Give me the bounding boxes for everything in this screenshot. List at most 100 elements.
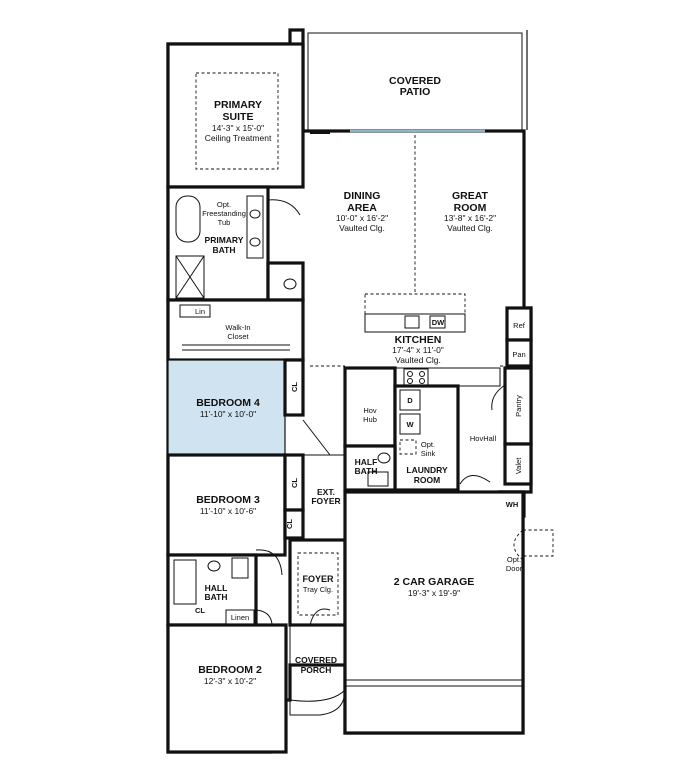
bedroom-3 (166, 453, 305, 557)
opt-tub-label-2: Freestanding (202, 209, 246, 218)
primary-suite-dim: 14'-3" x 15'-0" (212, 123, 264, 133)
closet-label-b3: CL (290, 478, 299, 488)
primary-suite-note: Ceiling Treatment (205, 133, 272, 143)
linen-primary (179, 304, 211, 318)
bedroom-2-dim: 12'-3" x 10'-2" (204, 676, 256, 686)
pan-label: Pan (512, 350, 525, 359)
hall-tub (173, 559, 197, 605)
primary-bath (166, 185, 270, 302)
foyer-note: Tray Clg. (303, 585, 333, 594)
closet-label-bath: CL (195, 606, 205, 615)
opt-sink-label-2: Sink (421, 449, 436, 458)
kitchen-island (364, 293, 466, 333)
bedroom-3-title: BEDROOM 3 (196, 494, 260, 506)
hall-bath-title-2: BATH (205, 592, 228, 602)
hall-bath (166, 549, 283, 641)
dryer-label: D (407, 396, 413, 405)
kitchen-dim: 17'-4" x 11'-0" (392, 345, 444, 355)
hov-hall-label: HovHall (470, 434, 497, 443)
bedroom-3-dim: 11'-10" x 10'-6" (200, 506, 256, 516)
washer-label: W (406, 420, 414, 429)
ext-foyer-title: EXT. (317, 487, 335, 497)
covered-patio-label-2: PATIO (400, 86, 431, 98)
garage (343, 490, 554, 735)
dining-title: DINING (344, 190, 381, 202)
bedroom-4-highlight (167, 359, 286, 456)
dining-great-room (310, 129, 485, 292)
great-room-dim: 13'-8" x 16'-2" (444, 213, 496, 223)
great-room-title: GREAT (452, 190, 489, 202)
half-bath-title-2: BATH (355, 466, 378, 476)
hov-hub-label: Hov (363, 406, 377, 415)
wh-label: WH (506, 500, 519, 509)
hall-vanity (231, 557, 249, 579)
foyer (288, 538, 347, 627)
primary-bath-title-2: BATH (213, 245, 236, 255)
bedroom-4-closet (283, 358, 305, 417)
opt-tub-label: Opt. (217, 200, 231, 209)
dining-dim: 10'-0" x 16'-2" (336, 213, 388, 223)
primary-suite-title: PRIMARY (214, 99, 262, 111)
refrigerator (505, 306, 533, 342)
ref-label: Ref (513, 321, 526, 330)
laundry-title: LAUNDRY (406, 465, 448, 475)
sink (404, 315, 420, 329)
opt-door-label-2: Door (506, 564, 523, 573)
opt-sink-label: Opt. (421, 440, 435, 449)
hov-hub-label-2: Hub (363, 415, 377, 424)
covered-patio-label: COVERED (389, 75, 441, 87)
laundry (393, 384, 460, 492)
opt-door-label: Opt. (507, 555, 521, 564)
washer (399, 413, 421, 435)
vanity (246, 195, 264, 259)
great-room-title-2: ROOM (454, 202, 487, 214)
hov-hall (459, 475, 491, 485)
walk-in-closet-label-2: Closet (227, 332, 249, 341)
foyer-tray-ceiling (297, 552, 339, 616)
kitchen-note: Vaulted Clg. (395, 355, 441, 365)
bedroom-4-dim: 11'-10" x 10'-0" (200, 409, 256, 419)
opt-door-outline (523, 529, 554, 557)
dw-label: DW (432, 318, 445, 327)
toilet (283, 278, 297, 290)
hall-toilet (207, 560, 221, 572)
bedroom-4 (167, 358, 305, 456)
bedroom-2-title: BEDROOM 2 (198, 664, 262, 676)
dining-note: Vaulted Clg. (339, 223, 385, 233)
pan (505, 338, 533, 368)
dishwasher (429, 315, 446, 329)
primary-suite-title-2: SUITE (223, 111, 254, 123)
walk-in-closet (166, 298, 305, 362)
walk-in-closet-label: Walk-In (225, 323, 250, 332)
valet (503, 442, 533, 486)
hall-bath-title: HALL (205, 583, 228, 593)
pantry-valet (491, 366, 533, 486)
opt-tub-label-3: Tub (218, 218, 231, 227)
labels: COVERED PATIO PRIMARY SUITE 14'-3" x 15'… (195, 75, 526, 686)
kitchen-title: KITCHEN (395, 334, 442, 346)
valet-label: Valet (514, 457, 523, 474)
hall-linen-label: Linen (231, 613, 249, 622)
freestanding-tub (175, 195, 201, 243)
foyer-title: FOYER (302, 574, 334, 584)
covered-porch-title-2: PORCH (301, 665, 332, 675)
great-room-note: Vaulted Clg. (447, 223, 493, 233)
opt-sink-outline (399, 439, 417, 455)
dryer (399, 389, 421, 411)
linen-primary-label: Lin (195, 307, 205, 316)
half-bath (343, 444, 397, 492)
primary-bath-title: PRIMARY (205, 235, 244, 245)
laundry-title-2: ROOM (414, 475, 440, 485)
bedroom-4-title: BEDROOM 4 (196, 397, 260, 409)
garage-title: 2 CAR GARAGE (394, 576, 475, 588)
garage-dim: 19'-3" x 19'-9" (408, 588, 460, 598)
ceiling-treatment-outline (195, 72, 279, 170)
ref-pan (505, 306, 533, 368)
closet-label-hall: CL (285, 519, 294, 529)
closet-label-b4: CL (290, 382, 299, 392)
ext-foyer-title-2: FOYER (311, 496, 340, 506)
half-bath-title: HALF (355, 457, 378, 467)
pantry-label: Pantry (514, 395, 523, 417)
dining-title-2: AREA (347, 202, 377, 214)
